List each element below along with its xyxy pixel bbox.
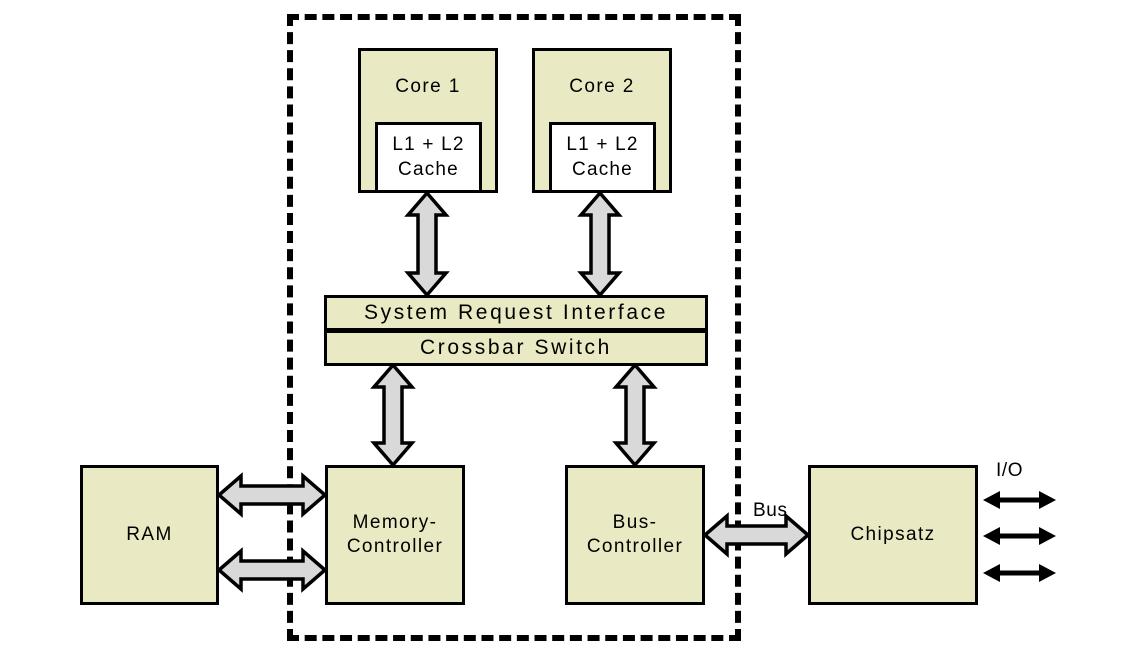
memory-controller-block: Memory- Controller xyxy=(325,465,465,605)
core-2-cache-block: L1 + L2 Cache xyxy=(549,122,656,193)
io-arrow-3-head-right xyxy=(1039,564,1056,582)
io-arrow-1-head-right xyxy=(1039,491,1056,509)
io-connection-label: I/O xyxy=(996,460,1024,481)
core-2-cache-label: L1 + L2 Cache xyxy=(566,134,639,180)
chipset-label: Chipsatz xyxy=(850,523,936,545)
bus-controller-label: Bus- Controller xyxy=(586,511,684,557)
core-1-cache-block: L1 + L2 Cache xyxy=(375,122,482,193)
core-2-label: Core 2 xyxy=(569,76,635,97)
io-arrow-3-head-left xyxy=(983,564,1000,582)
crossbar-switch-bar: Crossbar Switch xyxy=(324,330,708,366)
core-1-cache-label: L1 + L2 Cache xyxy=(392,134,465,180)
system-request-interface-label: System Request Interface xyxy=(363,301,668,324)
io-arrow-2-head-left xyxy=(983,527,1000,545)
ram-label: RAM xyxy=(126,523,173,545)
memory-controller-label: Memory- Controller xyxy=(346,511,444,557)
bus-connection-label: Bus xyxy=(753,500,788,521)
ram-block: RAM xyxy=(80,465,219,605)
crossbar-switch-label: Crossbar Switch xyxy=(420,336,612,359)
arrow-crossbar-to-memory-controller xyxy=(370,362,416,468)
io-arrow-1-head-left xyxy=(983,491,1000,509)
arrow-ram-to-memory-controller-lower xyxy=(216,547,328,593)
arrow-core2-to-sri xyxy=(577,190,623,298)
arrow-core1-to-sri xyxy=(404,190,450,298)
bus-controller-block: Bus- Controller xyxy=(565,465,705,605)
chipset-block: Chipsatz xyxy=(808,465,978,605)
arrow-crossbar-to-bus-controller xyxy=(612,362,658,468)
system-request-interface-bar: System Request Interface xyxy=(324,295,708,331)
arrow-ram-to-memory-controller-upper xyxy=(216,472,328,518)
io-arrow-2-head-right xyxy=(1039,527,1056,545)
core-1-label: Core 1 xyxy=(395,76,461,97)
